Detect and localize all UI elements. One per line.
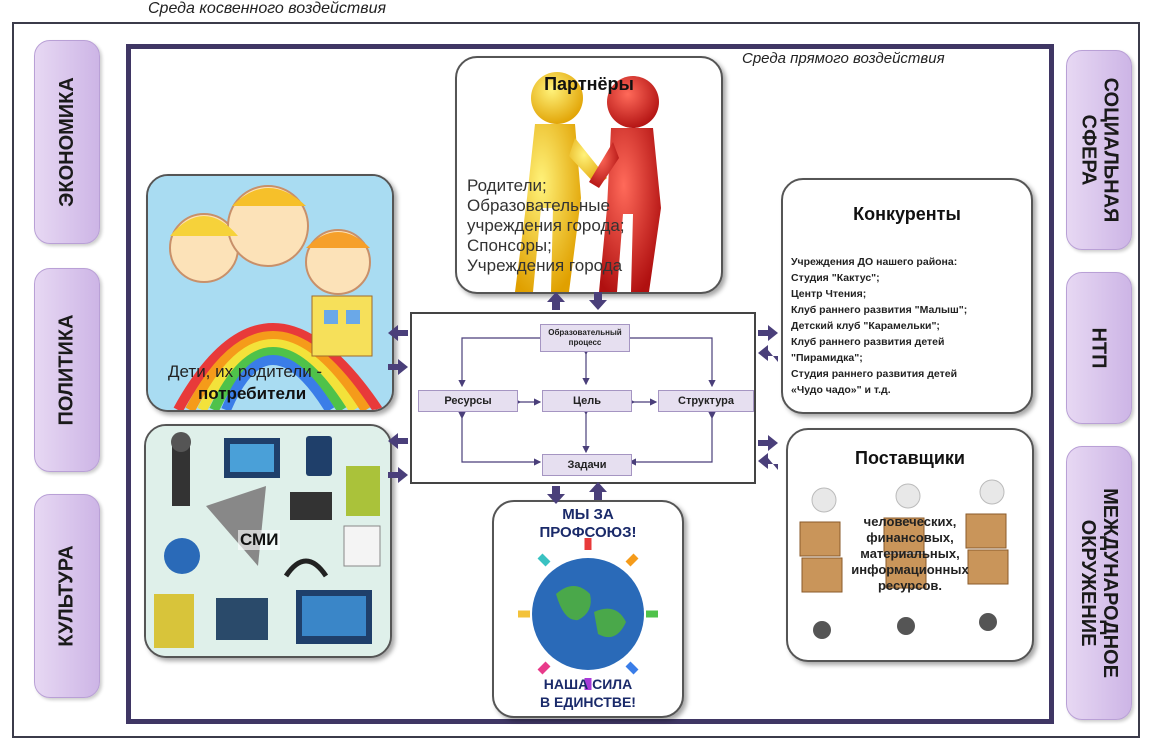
factor-ntp: НТП [1066,272,1132,424]
competitor-line: Клуб раннего развития детей [791,336,945,348]
factor-politics: ПОЛИТИКА [34,268,100,472]
supplier-line: информационных [851,562,969,577]
partners-line: Спонсоры; [467,236,552,255]
supplier-line: человеческих, [863,514,957,529]
organization-core-box: Образовательный процесс Ресурсы Цель Стр… [410,312,756,484]
competitors-list: Учреждения ДО нашего района: Студия "Как… [791,254,967,398]
node-tasks: Задачи [542,454,632,476]
union-slogan-bottom-1: НАША СИЛА [543,676,633,692]
competitor-line: «Чудо чадо»" и т.д. [791,384,891,396]
handshake-illustration [515,72,661,292]
union-card: МЫ ЗА ПРОФСОЮЗ! НАША СИЛА В ЕДИНСТВЕ! [492,500,684,718]
competitor-line: Студия "Кактус"; [791,272,880,284]
supplier-line: материальных, [860,546,960,561]
supplier-line: ресурсов. [877,578,942,593]
union-slogan-bottom-2: В ЕДИНСТВЕ! [540,694,636,710]
suppliers-list: человеческих, финансовых, материальных, … [788,514,1032,594]
partners-card: Партнёры Родители; Образовательные учреж… [455,56,723,294]
children-illustration [148,176,392,410]
factor-economy: ЭКОНОМИКА [34,40,100,244]
competitors-title: Конкуренты [853,204,961,224]
union-illustration [518,538,658,690]
partners-line: Образовательные [467,196,610,215]
suppliers-title: Поставщики [855,448,965,468]
partners-list: Родители; Образовательные учреждения гор… [467,176,625,276]
factor-international-label: МЕЖДУНАРОДНОЕ ОКРУЖЕНИЕ [1077,488,1122,678]
competitors-card: Конкуренты Учреждения ДО нашего района: … [781,178,1033,414]
factor-international: МЕЖДУНАРОДНОЕ ОКРУЖЕНИЕ [1066,446,1132,720]
competitor-line: Клуб раннего развития "Малыш"; [791,304,968,316]
outer-environment-frame [12,22,1140,738]
factor-economy-label: ЭКОНОМИКА [56,77,78,207]
inner-environment-label: Среда прямого воздействия [742,50,945,67]
supplier-line: финансовых, [866,530,954,545]
node-goal: Цель [542,390,632,412]
children-label-1: Дети, их родители - [168,362,323,381]
factor-social-label: СОЦИАЛЬНАЯ СФЕРА [1077,77,1121,223]
media-card: СМИ [144,424,392,658]
competitor-line: Учреждения ДО нашего района: [791,256,958,268]
partners-title: Партнёры [544,74,634,94]
factor-ntp-label: НТП [1087,327,1110,369]
suppliers-illustration [799,479,1009,639]
node-structure: Структура [658,390,754,412]
competitor-line: Детский клуб "Карамельки"; [791,320,940,332]
competitor-line: "Пирамидка"; [791,352,863,364]
union-slogan-top-1: МЫ ЗА [562,506,614,523]
factor-culture: КУЛЬТУРА [34,494,100,698]
partners-line: Родители; [467,176,547,195]
node-educational-process: Образовательный процесс [540,324,630,352]
union-slogan-top-2: ПРОФСОЮЗ! [539,524,637,541]
outer-environment-label: Среда косвенного воздействия [148,0,387,17]
partners-line: учреждения города; [467,216,625,235]
suppliers-card: Поставщики человеческих, финансовых, мат… [786,428,1034,662]
core-connectors [458,334,716,466]
children-card: Дети, их родители - потребители [146,174,394,412]
competitor-line: Центр Чтения; [791,288,867,300]
factor-politics-label: ПОЛИТИКА [56,314,78,426]
factor-culture-label: КУЛЬТУРА [56,545,78,647]
media-label: СМИ [238,530,281,550]
competitor-line: Студия раннего развития детей [791,368,958,380]
children-label-2: потребители [198,384,307,403]
node-resources: Ресурсы [418,390,518,412]
partners-line: Учреждения города [467,256,623,275]
inner-environment-frame [126,44,1054,724]
factor-social: СОЦИАЛЬНАЯ СФЕРА [1066,50,1132,250]
